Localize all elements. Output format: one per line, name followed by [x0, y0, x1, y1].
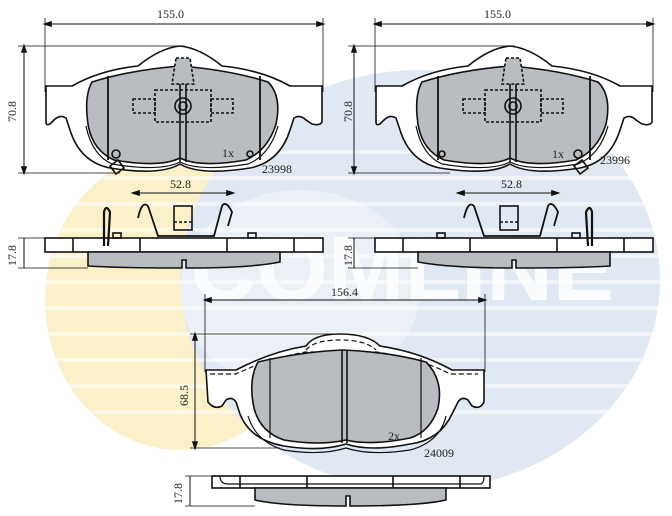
watermark-logo: COMLINE: [0, 70, 672, 490]
pad-bottom-thickness-dim: 17.8: [171, 483, 185, 504]
pad-bottom-width-dim: 156.4: [331, 285, 358, 299]
pad-right-side-view: [348, 189, 654, 269]
pad-bottom-side-view: [185, 475, 491, 507]
watermark-text: COMLINE: [190, 218, 614, 320]
pad-right-spring-dim: 52.8: [501, 177, 522, 191]
pad-right-quantity: 1x: [552, 147, 564, 161]
pad-right-height-dim: 70.8: [341, 101, 355, 122]
pad-left-quantity: 1x: [222, 146, 234, 160]
pad-left-spring-dim: 52.8: [170, 177, 191, 191]
pad-bottom-part-number: 24009: [424, 446, 454, 460]
pad-left-front-view: [18, 18, 326, 176]
pad-bottom-height-dim: 68.5: [177, 385, 191, 406]
pad-right-thickness-dim: 17.8: [341, 245, 355, 266]
pad-bottom-front-view: [190, 294, 488, 454]
pad-right-width-dim: 155.0: [484, 7, 511, 21]
pad-right-front-view: [348, 18, 656, 176]
pad-left-part-number: 23998: [262, 162, 292, 176]
pad-right-part-number: 23996: [600, 153, 630, 167]
pad-left-thickness-dim: 17.8: [5, 245, 19, 266]
pad-left-side-view: [18, 189, 324, 269]
pad-left-height-dim: 70.8: [5, 101, 19, 122]
pad-bottom-quantity: 2x: [388, 429, 400, 443]
pad-left-width-dim: 155.0: [157, 7, 184, 21]
